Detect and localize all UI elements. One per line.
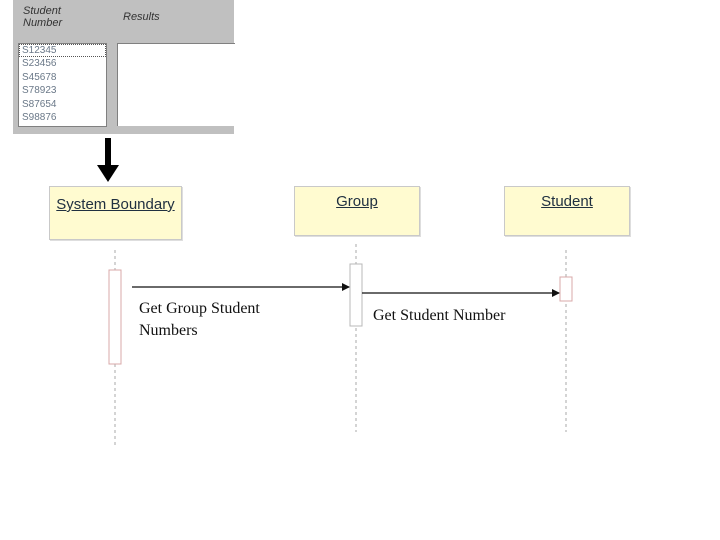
list-item[interactable]: S78923 [22,85,57,97]
message-label-get-group-student-numbers: Get Group Student Numbers [139,300,260,339]
actor-system-boundary: System Boundary [49,186,182,240]
actor-label: Group [336,193,378,210]
list-item[interactable]: S87654 [22,98,57,110]
actor-student: Student [504,186,630,236]
boundary-activation [108,269,122,365]
actor-group: Group [294,186,420,236]
message-label-get-student-number: Get Student Number [373,307,506,324]
student-activation [559,276,573,302]
actor-label: System Boundary [56,196,175,213]
results-box[interactable] [117,43,235,126]
student-results-form: Student Number Results S12345 S23456 S45… [13,0,235,134]
student-number-list[interactable]: S12345 S23456 S45678 S78923 S87654 S9887… [18,43,107,127]
list-item[interactable]: S23456 [22,58,57,70]
list-item[interactable]: S98876 [22,111,57,123]
group-activation [349,263,363,327]
list-item[interactable]: S45678 [22,71,57,83]
results-header: Results [123,11,160,23]
actor-label: Student [541,193,593,210]
list-item[interactable]: S12345 [19,44,106,58]
down-arrow-icon [97,138,119,182]
student-number-header: Student Number [23,5,63,29]
